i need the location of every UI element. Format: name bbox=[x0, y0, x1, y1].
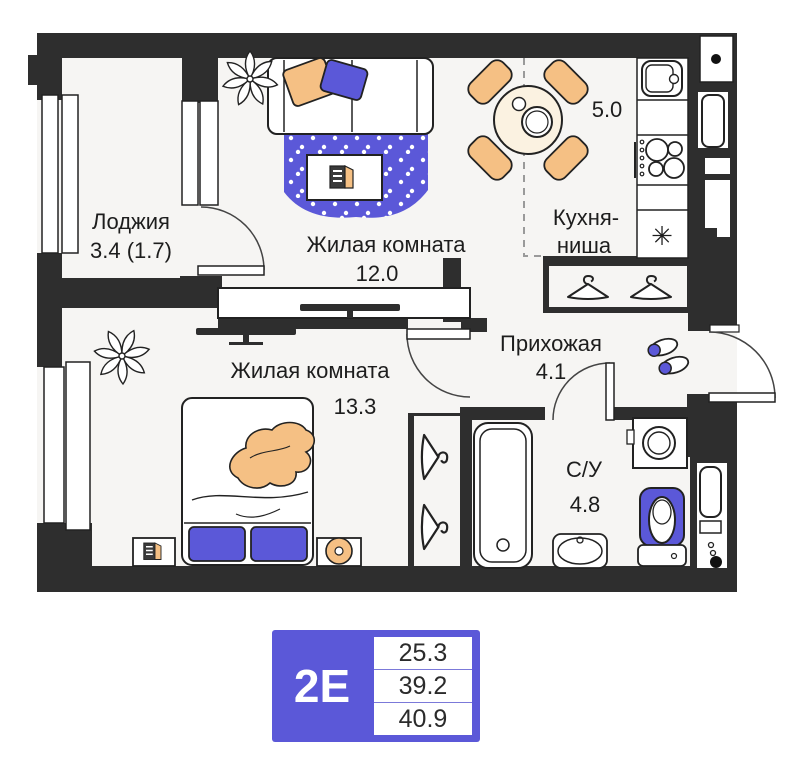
apartment-area-value: 39.2 bbox=[374, 669, 472, 702]
tv-icon bbox=[196, 328, 296, 345]
bathroom-sink bbox=[552, 533, 608, 569]
blanket-throw bbox=[229, 421, 316, 489]
balcony-window bbox=[181, 100, 219, 206]
room-label-kitchen-line1: Кухня- bbox=[553, 205, 619, 230]
fridge-icon: ✳ bbox=[651, 221, 673, 251]
room-labels: Лоджия 3.4 (1.7) Жилая комната 12.0 5.0 … bbox=[90, 97, 622, 517]
room-label-hallway: Прихожая bbox=[500, 331, 602, 356]
tv-console bbox=[196, 287, 471, 345]
bedroom-door bbox=[406, 328, 471, 398]
coffee-table bbox=[306, 154, 383, 201]
room-label-living1: Жилая комната bbox=[307, 232, 467, 257]
balcony-door bbox=[197, 206, 265, 276]
room-label-kitchen-line2: ниша bbox=[557, 233, 612, 258]
washing-machine bbox=[626, 417, 688, 469]
bathroom-door bbox=[552, 362, 615, 421]
loggia-window bbox=[41, 94, 79, 254]
nightstand bbox=[316, 537, 362, 567]
shaft-dot-icon bbox=[711, 54, 721, 64]
apartment-areas-panel: 25.3 39.2 40.9 bbox=[372, 635, 474, 737]
apartment-badge: 2Е 25.3 39.2 40.9 bbox=[272, 630, 480, 742]
windows bbox=[41, 94, 219, 531]
kitchen-sink bbox=[641, 60, 683, 97]
room-area-hallway: 4.1 bbox=[536, 359, 567, 384]
nightstand bbox=[132, 537, 176, 567]
living-area-value: 25.3 bbox=[398, 638, 448, 667]
room-area-living1: 12.0 bbox=[356, 261, 399, 286]
kitchen-units: ✳ bbox=[634, 57, 689, 259]
toilet bbox=[637, 487, 687, 567]
pillow-blue bbox=[188, 526, 246, 562]
bedroom-window bbox=[43, 361, 91, 531]
utility-shafts bbox=[697, 35, 734, 568]
entry-door bbox=[708, 324, 776, 403]
bed bbox=[181, 397, 316, 566]
pillow-blue bbox=[319, 59, 369, 101]
dining-table-set bbox=[463, 55, 593, 185]
room-label-living2: Жилая комната bbox=[231, 358, 391, 383]
doors bbox=[197, 206, 776, 421]
room-area-living2: 13.3 bbox=[334, 394, 377, 419]
room-area-kitchen: 5.0 bbox=[592, 97, 623, 122]
room-area-bathroom: 4.8 bbox=[570, 492, 601, 517]
stove bbox=[634, 138, 685, 179]
room-area-loggia: 3.4 (1.7) bbox=[90, 238, 172, 263]
room-label-loggia: Лоджия bbox=[92, 209, 170, 234]
room-label-bathroom: С/У bbox=[566, 457, 603, 482]
magazine-icon bbox=[329, 165, 354, 189]
total-area-value: 40.9 bbox=[374, 702, 472, 735]
pillow-blue bbox=[250, 526, 308, 562]
book-icon bbox=[143, 542, 162, 560]
bathtub bbox=[473, 422, 533, 569]
apartment-type-label: 2Е bbox=[293, 660, 351, 712]
sofa bbox=[267, 57, 434, 135]
tv-icon bbox=[300, 304, 400, 318]
